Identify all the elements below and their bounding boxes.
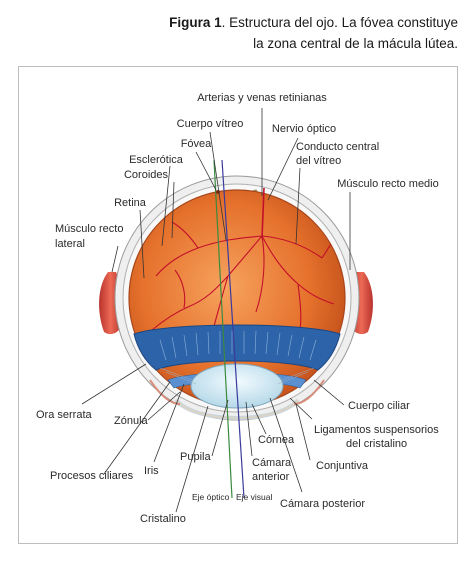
optical-axis-line <box>213 159 233 499</box>
figure-caption: Figura 1. Estructura del ojo. La fóvea c… <box>38 12 458 54</box>
label-eje-visual: Eje visual <box>236 492 272 502</box>
label-cuerpo-vitreo: Cuerpo vítreo <box>177 118 244 130</box>
label-ligamentos-2: del cristalino <box>346 438 407 450</box>
label-coroides: Coroides <box>124 169 169 181</box>
label-eje-optico: Eje óptico <box>192 492 230 502</box>
figure-frame <box>18 66 458 544</box>
label-conjuntiva: Conjuntiva <box>316 460 369 472</box>
label-musculo-lateral-1: Músculo recto <box>55 223 123 235</box>
central-artery <box>261 187 265 239</box>
label-cornea: Córnea <box>258 434 295 446</box>
figure-number: Figura 1 <box>169 15 222 30</box>
caption-line-1: Figura 1. Estructura del ojo. La fóvea c… <box>38 12 458 33</box>
label-camara-anterior-2: anterior <box>252 471 290 483</box>
label-esclerotica: Esclerótica <box>129 154 184 166</box>
label-cuerpo-ciliar: Cuerpo ciliar <box>348 400 410 412</box>
label-procesos-ciliares: Procesos ciliares <box>50 470 134 482</box>
label-arterias: Arterias y venas retinianas <box>197 92 327 104</box>
label-iris: Iris <box>144 465 159 477</box>
ciliary-body <box>133 324 341 371</box>
label-ora-serrata: Ora serrata <box>36 409 93 421</box>
label-conducto-2: del vítreo <box>296 155 341 167</box>
label-camara-anterior-1: Cámara <box>252 457 292 469</box>
label-cristalino: Cristalino <box>140 513 186 525</box>
conjunctiva-left <box>149 379 181 405</box>
caption-text: . Estructura del ojo. La fóvea constituy… <box>221 15 458 30</box>
label-musculo-recto-medio: Músculo recto medio <box>337 178 439 190</box>
label-pupila: Pupila <box>180 451 211 463</box>
label-musculo-lateral-2: lateral <box>55 238 85 250</box>
label-ligamentos-1: Ligamentos suspensorios <box>314 424 439 436</box>
conjunctiva <box>175 399 299 419</box>
label-zonula: Zónula <box>114 415 149 427</box>
label-conducto-1: Conducto central <box>296 141 379 153</box>
label-fovea: Fóvea <box>181 138 212 150</box>
visual-axis-line <box>221 159 245 499</box>
ciliary-processes <box>159 330 317 361</box>
label-camara-posterior: Cámara posterior <box>280 498 365 510</box>
label-retina: Retina <box>114 197 147 209</box>
caption-line-2: la zona central de la mácula lútea. <box>253 36 458 51</box>
leader-lines <box>81 108 351 513</box>
zonule-fibers <box>159 367 315 385</box>
label-nervio-optico: Nervio óptico <box>272 123 336 135</box>
